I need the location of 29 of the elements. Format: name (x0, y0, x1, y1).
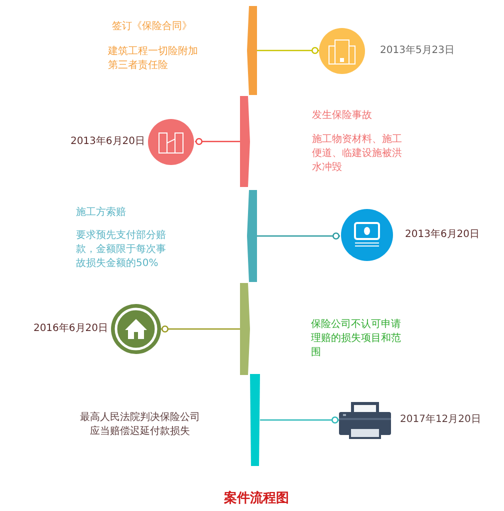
event-description: 保险公司不认可申请理赔的损失项目和范围 (311, 318, 402, 360)
connector-line (257, 232, 340, 240)
timeline-segment (250, 374, 260, 466)
timeline-segment (247, 6, 257, 95)
event-heading: 签订《保险合同》 (112, 20, 193, 34)
date-label: 2013年6月20日 (405, 228, 481, 242)
event-description: 施工物资材料、施工便道、临建设施被洪水冲毁 (312, 133, 403, 175)
date-label: 2013年6月20日 (69, 135, 145, 149)
house-icon (111, 304, 161, 354)
printer-icon (339, 402, 391, 439)
connector-line (195, 138, 240, 146)
event-description: 建筑工程一切险附加第三者责任险 (108, 45, 199, 73)
banknote-icon (341, 209, 393, 261)
date-label: 2013年5月23日 (380, 44, 456, 58)
event-description: 要求预先支付部分赔款，金额限于每次事故损失金额的50% (76, 229, 167, 271)
connector-line (161, 325, 240, 333)
connector-line (257, 46, 319, 54)
event-heading: 发生保险事故 (312, 109, 373, 123)
event-description: 最高人民法院判决保险公司应当赔偿迟延付款损失 (79, 411, 201, 439)
timeline-segment (240, 96, 250, 187)
connector-line (260, 416, 339, 424)
factory-icon (148, 119, 194, 165)
event-heading: 施工方索赔 (76, 206, 127, 220)
timeline-segment (240, 283, 250, 375)
date-label: 2016年6月20日 (32, 322, 108, 336)
building-icon (319, 28, 365, 74)
diagram-title: 案件流程图 (224, 490, 289, 507)
timeline-segment (247, 190, 257, 282)
date-label: 2017年12月20日 (400, 413, 482, 427)
